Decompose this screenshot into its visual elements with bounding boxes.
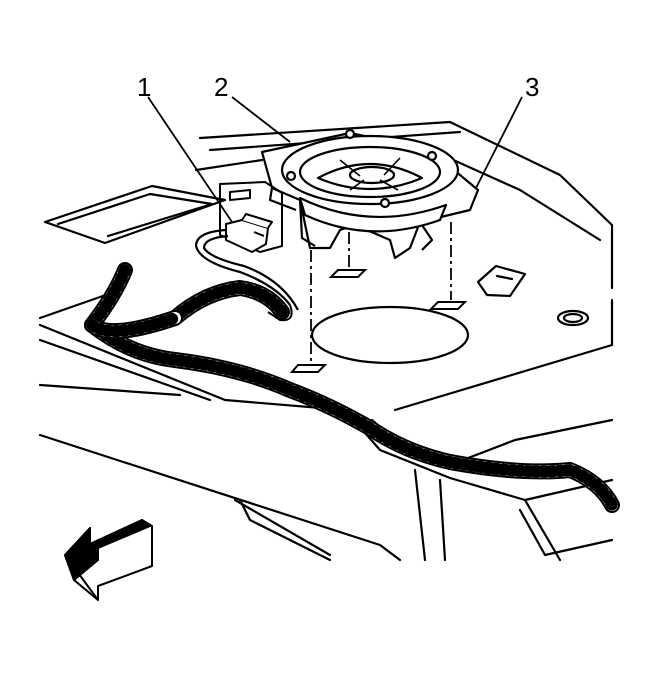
wiring-harness xyxy=(84,262,620,513)
callout-3: 3 xyxy=(525,72,539,102)
callout-2: 2 xyxy=(214,72,228,102)
leader-lines xyxy=(147,96,523,223)
front-direction-arrow-icon xyxy=(64,519,153,601)
electrical-connector xyxy=(194,181,299,322)
callout-1: 1 xyxy=(137,72,151,102)
mounting-slots xyxy=(289,269,468,373)
package-tray xyxy=(38,120,614,562)
alignment-lines xyxy=(310,222,452,362)
speaker-assembly xyxy=(260,128,480,260)
